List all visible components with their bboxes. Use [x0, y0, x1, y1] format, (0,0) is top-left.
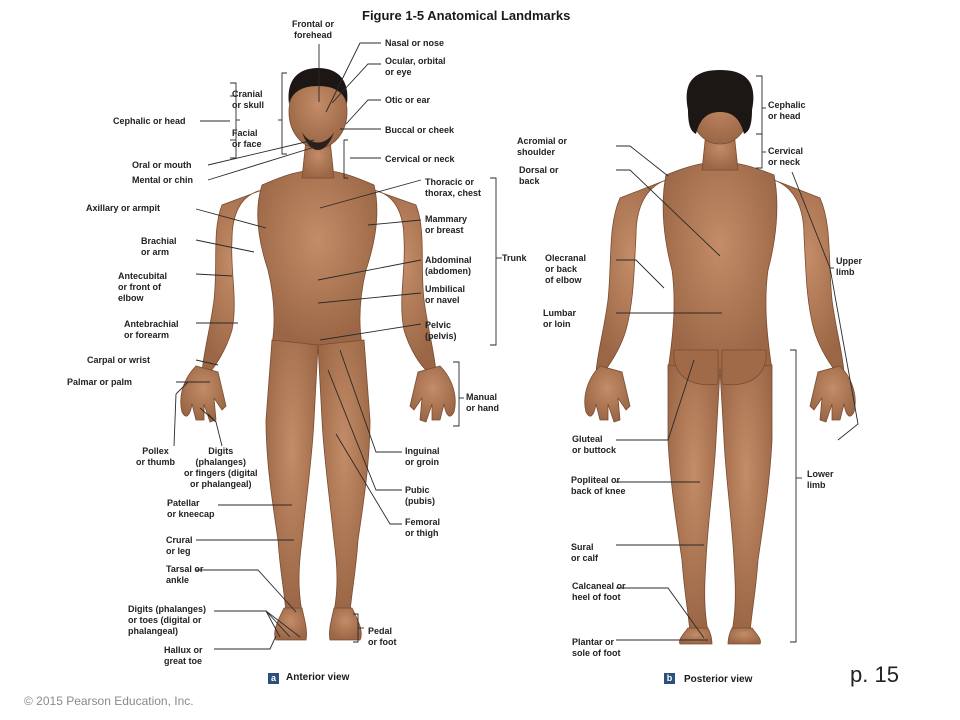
label-olecranal: Olecranal or back of elbow: [545, 253, 587, 285]
label-facial: Facial or face: [232, 128, 262, 149]
copyright: © 2015 Pearson Education, Inc.: [24, 694, 194, 708]
label-pubic: Pubic (pubis): [405, 485, 435, 506]
label-patellar: Patellar or kneecap: [167, 498, 215, 519]
page-number: p. 15: [850, 662, 899, 687]
label-sural: Sural or calf: [571, 542, 599, 563]
label-digits-fingers: Digits (phalanges) or fingers (digital o…: [184, 446, 258, 489]
label-frontal: Frontal or forehead: [292, 19, 334, 40]
label-upper-limb: Upper limb: [836, 256, 863, 277]
label-otic: Otic or ear: [385, 95, 431, 105]
label-inguinal: Inguinal or groin: [405, 446, 440, 467]
label-abdominal: Abdominal (abdomen): [425, 255, 472, 276]
label-brachial: Brachial or arm: [141, 236, 177, 257]
label-dorsal: Dorsal or back: [519, 165, 559, 186]
label-hallux: Hallux or great toe: [164, 645, 203, 666]
label-crural: Crural or leg: [166, 535, 193, 556]
label-carpal: Carpal or wrist: [87, 355, 151, 365]
label-mammary: Mammary or breast: [425, 214, 468, 235]
label-pelvic: Pelvic (pelvis): [425, 320, 457, 341]
label-acromial: Acromial or shoulder: [517, 136, 568, 157]
label-femoral: Femoral or thigh: [405, 517, 441, 538]
label-plantar: Plantar or sole of foot: [572, 637, 621, 658]
anterior-hair: [288, 68, 348, 150]
label-cervical-anterior: Cervical or neck: [385, 154, 455, 164]
label-cervical-posterior: Cervical or neck: [768, 146, 804, 167]
label-lumbar: Lumbar or loin: [543, 308, 577, 329]
anterior-badge: a: [268, 673, 279, 684]
label-calcaneal: Calcaneal or heel of foot: [572, 581, 626, 602]
label-nasal: Nasal or nose: [385, 38, 445, 48]
label-antecubital: Antecubital or front of elbow: [118, 271, 168, 303]
posterior-body: [584, 71, 856, 645]
label-manual: Manual or hand: [466, 392, 499, 413]
label-digits-toes: Digits (phalanges) or toes (digital or p…: [128, 604, 207, 636]
figure-title: Figure 1-5 Anatomical Landmarks: [362, 8, 571, 23]
label-gluteal: Gluteal or buttock: [572, 434, 616, 455]
label-ocular: Ocular, orbital or eye: [385, 56, 446, 77]
posterior-badge: b: [664, 673, 675, 684]
label-mental: Mental or chin: [132, 175, 194, 185]
label-antebrachial: Antebrachial or forearm: [124, 319, 179, 340]
label-pedal: Pedal or foot: [368, 626, 397, 647]
leader-lines: [173, 42, 859, 650]
label-tarsal: Tarsal or ankle: [166, 564, 204, 585]
label-popliteal: Popliteal or back of knee: [571, 475, 626, 496]
label-cephalic-posterior: Cephalic or head: [768, 100, 806, 121]
label-lower-limb: Lower limb: [807, 469, 834, 490]
label-thoracic: Thoracic or thorax, chest: [425, 177, 482, 198]
posterior-hair: [686, 70, 754, 134]
label-umbilical: Umbilical or navel: [425, 284, 466, 305]
anterior-body: [180, 75, 456, 641]
label-palmar: Palmar or palm: [67, 377, 133, 387]
label-cephalic-anterior: Cephalic or head: [113, 116, 186, 126]
posterior-view-title: Posterior view: [684, 674, 753, 685]
label-axillary: Axillary or armpit: [86, 203, 161, 213]
label-buccal: Buccal or cheek: [385, 125, 455, 135]
label-cranial: Cranial or skull: [232, 89, 265, 110]
label-pollex: Pollex or thumb: [136, 446, 175, 467]
label-oral: Oral or mouth: [132, 160, 192, 170]
anterior-view-title: Anterior view: [286, 672, 350, 683]
label-trunk: Trunk: [502, 253, 527, 263]
